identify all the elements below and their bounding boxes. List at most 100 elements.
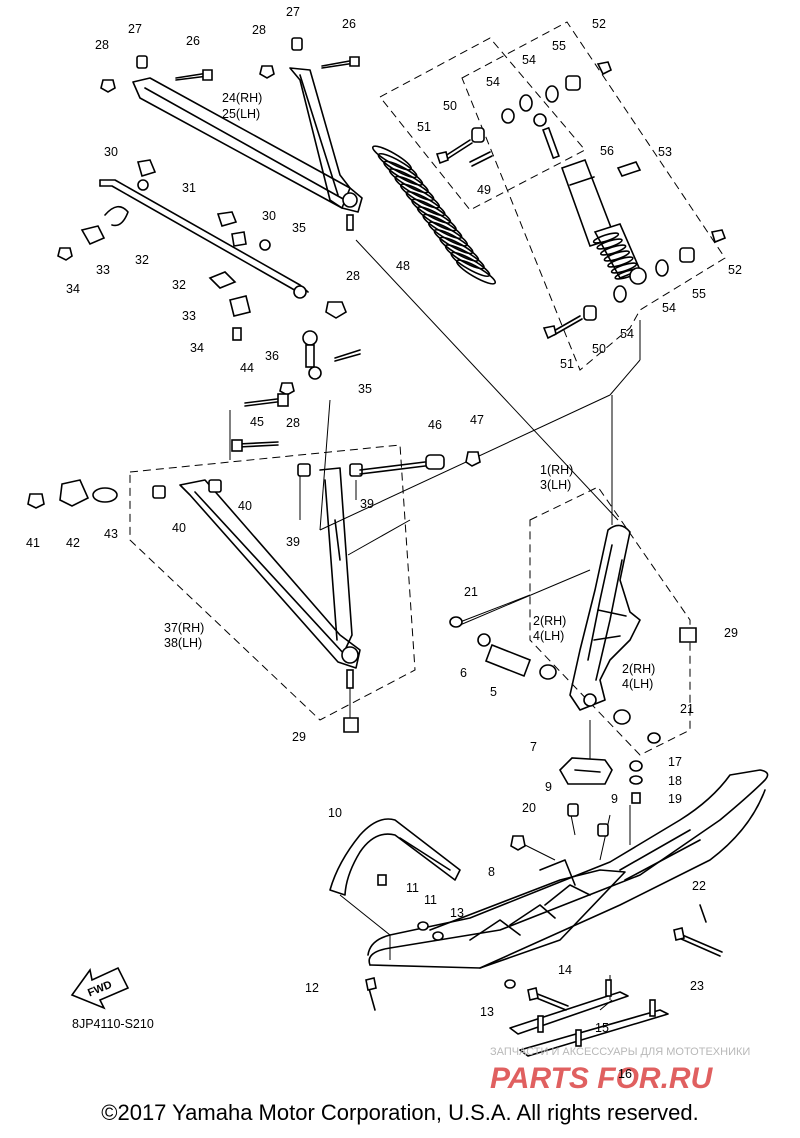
callout: 12	[305, 981, 319, 995]
spring-clip	[469, 151, 493, 167]
callout: 52	[592, 17, 606, 31]
callout: 28	[286, 416, 300, 430]
callout: 11	[424, 893, 437, 907]
spindle-group-box	[529, 486, 691, 756]
shock-coil	[592, 232, 620, 244]
shock-coil	[603, 250, 630, 262]
callout: 3(LH)	[540, 478, 571, 492]
callout: 15	[595, 1021, 609, 1035]
callout: 32	[135, 253, 149, 267]
stabilizer-link	[279, 330, 361, 396]
ski	[367, 769, 769, 969]
callout: 8	[488, 865, 495, 879]
callout: 35	[358, 382, 372, 396]
ski-block	[559, 757, 613, 785]
shock-coil	[607, 256, 634, 268]
callout: 44	[240, 361, 254, 375]
callout: 5	[490, 685, 497, 699]
callout: 38(LH)	[164, 636, 202, 650]
callout: 54	[620, 327, 634, 341]
callout: 11	[406, 881, 419, 895]
shock-coil	[596, 238, 623, 250]
watermark: ЗАПЧАСТИ И АКСЕССУАРЫ ДЛЯ МОТОТЕХНИКИ PA…	[490, 1046, 750, 1095]
coil-spring	[371, 145, 497, 285]
callout: 36	[265, 349, 279, 363]
callout: 41	[26, 536, 40, 550]
callout: 54	[522, 53, 536, 67]
callout: 21	[464, 585, 478, 599]
callout: 50	[443, 99, 457, 113]
wear-bars	[509, 979, 669, 1057]
callout: 16	[618, 1067, 632, 1081]
callout: 28	[252, 23, 266, 37]
callout: 53	[658, 145, 672, 159]
callout: 9	[545, 780, 552, 794]
diagram-code: 8JP4110-S210	[72, 1017, 154, 1031]
callout: 2(RH)	[622, 662, 655, 676]
callout: 40	[172, 521, 186, 535]
callout: 48	[396, 259, 410, 273]
callout: 49	[477, 183, 491, 197]
callout: 56	[600, 144, 614, 158]
callout: 18	[668, 774, 682, 788]
callout: 32	[172, 278, 186, 292]
callout: 55	[692, 287, 706, 301]
callout: 34	[66, 282, 80, 296]
ski-bolts	[365, 904, 723, 1011]
callout: 9	[611, 792, 618, 806]
callout: 17	[668, 755, 682, 769]
lower-arm-hardware	[27, 393, 481, 509]
callout: 30	[104, 145, 118, 159]
callout: 51	[560, 357, 574, 371]
callout: 54	[662, 301, 676, 315]
shock-coil	[610, 262, 638, 274]
callout: 23	[690, 979, 704, 993]
callout: 28	[346, 269, 360, 283]
callout: 39	[360, 497, 374, 511]
callout: 4(LH)	[622, 677, 653, 691]
callout: 52	[728, 263, 742, 277]
callout: 6	[460, 666, 467, 680]
watermark-tagline: ЗАПЧАСТИ И АКСЕССУАРЫ ДЛЯ МОТОТЕХНИКИ	[490, 1046, 750, 1058]
shock-absorber	[533, 113, 647, 285]
spindle-hardware	[343, 616, 697, 744]
callout: 54	[486, 75, 500, 89]
upper-arm-hardware	[100, 37, 360, 93]
callout: 39	[286, 535, 300, 549]
callout: 20	[522, 801, 536, 815]
watermark-brand: PARTS FOR.RU	[490, 1062, 714, 1095]
spindle	[569, 524, 641, 711]
callout: 13	[480, 1005, 494, 1019]
callout: 51	[417, 120, 431, 134]
ski-hardware	[510, 760, 643, 851]
callout: 33	[96, 263, 110, 277]
callout: 30	[262, 209, 276, 223]
callout: 7	[530, 740, 537, 754]
callout: 28	[95, 38, 109, 52]
lower-arm-group-box	[129, 444, 416, 721]
shock-group-box-outer	[379, 37, 586, 211]
callout: 14	[558, 963, 572, 977]
callout: 29	[724, 626, 738, 640]
callout: 46	[428, 418, 442, 432]
callout: 43	[104, 527, 118, 541]
spring-coil	[455, 259, 497, 285]
callout: 34	[190, 341, 204, 355]
lower-a-arm	[179, 467, 361, 689]
callout: 40	[238, 499, 252, 513]
shock-group-box	[461, 21, 726, 371]
callout: 29	[292, 730, 306, 744]
callout: 47	[470, 413, 484, 427]
callout: 10	[328, 806, 342, 820]
callout: 27	[286, 5, 300, 19]
callout: 2(RH)	[533, 614, 566, 628]
callout: 22	[692, 879, 706, 893]
callout: 33	[182, 309, 196, 323]
copyright-notice: ©2017 Yamaha Motor Corporation, U.S.A. A…	[101, 1100, 699, 1125]
shock-coil	[600, 244, 627, 256]
callout: 35	[292, 221, 306, 235]
callout: 55	[552, 39, 566, 53]
callout: 21	[680, 702, 694, 716]
callout: 19	[668, 792, 682, 806]
stabilizer-bar	[57, 159, 347, 341]
